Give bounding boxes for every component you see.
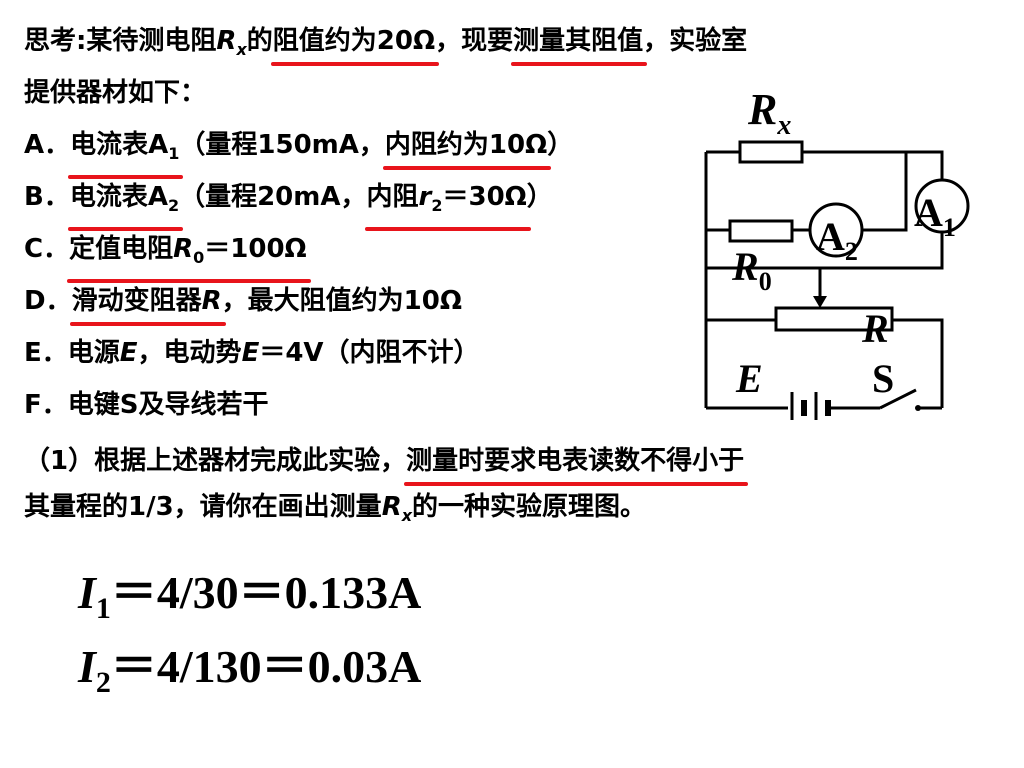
rx-subscript: x — [236, 40, 247, 60]
item-e-t1: 电源 — [67, 338, 120, 368]
item-b-res-text: 内阻 — [366, 182, 419, 212]
question-line2-pre: 其量程的1/3，请你在画出测量 — [24, 492, 382, 522]
wire-a2-right — [862, 152, 908, 232]
item-a-range: （量程150mA， — [179, 130, 385, 160]
formula-i2-var: I — [78, 641, 96, 692]
label-s: S — [872, 356, 894, 401]
label-e: E — [735, 356, 763, 401]
item-e-t3: ＝4V（内阻不计） — [259, 338, 480, 368]
item-a-device: 电流表A1 — [68, 128, 184, 180]
item-f-text: 电键S及导线若干 — [67, 390, 269, 420]
item-f-letter: F． — [24, 390, 68, 420]
item-d-text: 滑动变阻器 — [71, 286, 202, 316]
item-b-close: ） — [526, 182, 553, 212]
underlined-measure-goal: 测量其阻值 — [511, 26, 648, 66]
item-d-letter: D． — [24, 286, 72, 316]
item-c-sub: 0 — [193, 248, 205, 268]
formula-i2-expr: ＝4/130＝0.03A — [110, 641, 422, 692]
formula-i1-expr: ＝4/30＝0.133A — [110, 567, 422, 618]
item-b-range: （量程20mA， — [179, 182, 367, 212]
item-e-v2: E — [241, 338, 260, 368]
label-a1: A1 — [914, 190, 956, 242]
item-c-letter: C． — [24, 234, 70, 264]
item-d: D．滑动变阻器R，最大阻值约为10Ω — [24, 284, 462, 326]
label-a2: A2 — [816, 214, 858, 266]
item-e-letter: E． — [24, 338, 68, 368]
question-line-2: 其量程的1/3，请你在画出测量Rx的一种实验原理图。 — [24, 490, 646, 533]
underlined-resistance-value: 阻值约为20Ω — [270, 26, 440, 66]
item-c: C．定值电阻R0＝100Ω — [24, 232, 311, 284]
item-c-text: 定值电阻 — [69, 234, 174, 264]
intro-mid: 的 — [246, 26, 273, 56]
formula-i1-var: I — [78, 567, 96, 618]
item-b-device: 电流表A2 — [67, 180, 184, 232]
wire-rx-right — [802, 150, 944, 180]
item-e: E．电源E，电动势E＝4V（内阻不计） — [24, 336, 480, 370]
slider-arrow-icon — [813, 296, 827, 308]
rx-symbol: R — [216, 26, 237, 56]
item-b-device-sub: 2 — [167, 196, 180, 216]
circuit-diagram: Rx A1 A2 R0 R E S — [704, 85, 970, 420]
label-r: R — [861, 306, 889, 351]
item-b-res-value: ＝30Ω — [442, 182, 527, 212]
intro-prefix: 思考:某待测电阻 — [24, 26, 217, 56]
resistor-r0 — [728, 219, 794, 243]
item-b-res-var: r — [418, 182, 432, 212]
question-pre: （1）根据上述器材完成此实验， — [24, 446, 407, 476]
item-b-letter: B． — [24, 182, 70, 212]
item-d-rest: ，最大阻值约为10Ω — [221, 286, 462, 316]
formula-i1: I1＝4/30＝0.133A — [78, 556, 421, 626]
item-b-device-text: 电流表A — [69, 182, 168, 212]
item-d-device: 滑动变阻器R — [69, 284, 226, 326]
item-b: B．电流表A2（量程20mA，内阻r2＝30Ω） — [24, 180, 553, 232]
item-f: F．电键S及导线若干 — [24, 388, 269, 422]
label-rx: Rx — [747, 85, 791, 141]
formula-i1-sub: 1 — [95, 592, 111, 625]
item-e-t2: ，电动势 — [137, 338, 242, 368]
item-c-var: R — [173, 234, 194, 264]
formula-i2-sub: 2 — [95, 666, 111, 699]
item-a-close: ） — [547, 130, 574, 160]
intro-suffix: ，实验室 — [643, 26, 748, 56]
question-rx-sub: x — [401, 506, 413, 526]
item-b-res-sub: 2 — [431, 196, 443, 216]
resistor-rx — [738, 140, 804, 164]
question-rx: R — [381, 492, 402, 522]
item-e-v1: E — [119, 338, 138, 368]
item-a-device-sub: 1 — [168, 144, 180, 164]
wire-a1-bottom — [706, 232, 944, 270]
intro-line-2: 提供器材如下： — [24, 78, 207, 108]
intro-mid2: ，现要 — [435, 26, 514, 56]
label-r0: R0 — [731, 244, 772, 296]
switch-s[interactable] — [879, 388, 917, 410]
item-a-device-text: 电流表A — [70, 130, 169, 160]
question-underline: 测量时要求电表读数不得小于 — [404, 446, 749, 486]
item-b-resistance: 内阻r2＝30Ω — [364, 180, 532, 232]
question-line-1: （1）根据上述器材完成此实验，测量时要求电表读数不得小于 — [24, 444, 749, 486]
item-a-resistance: 内阻约为10Ω — [382, 130, 552, 170]
wire-rheostat-right — [892, 318, 944, 408]
item-a: A．电流表A1（量程150mA，内阻约为10Ω） — [24, 128, 574, 180]
item-d-var: R — [201, 286, 222, 316]
question-line2-post: 的一种实验原理图。 — [412, 492, 647, 522]
item-c-device: 定值电阻R0＝100Ω — [67, 232, 311, 284]
item-a-letter: A． — [24, 130, 71, 160]
switch-contact — [915, 405, 921, 411]
item-c-value: ＝100Ω — [204, 234, 307, 264]
formula-i2: I2＝4/130＝0.03A — [78, 630, 421, 700]
intro-line-1: 思考:某待测电阻Rx的阻值约为20Ω，现要测量其阻值，实验室 — [24, 24, 747, 67]
